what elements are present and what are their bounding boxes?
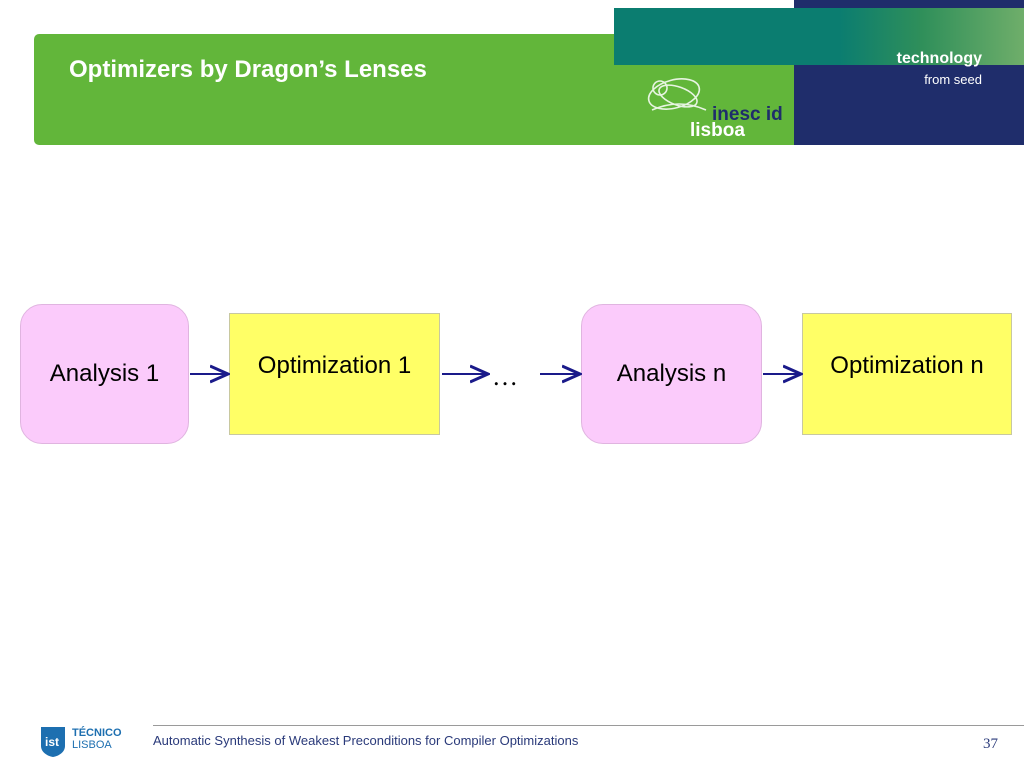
header-navy-block bbox=[794, 65, 1024, 145]
node-label: Analysis n bbox=[616, 360, 727, 387]
footer-divider bbox=[153, 725, 1024, 726]
page-number: 37 bbox=[983, 736, 998, 752]
node-optimization-1: Optimization 1 bbox=[229, 313, 440, 435]
institution-line-2: LISBOA bbox=[72, 739, 112, 751]
ellipsis: … bbox=[492, 362, 518, 391]
node-label: Optimization n bbox=[830, 352, 984, 379]
logo-text-lisboa: lisboa bbox=[690, 120, 745, 141]
tecnico-shield-icon: ist bbox=[41, 727, 65, 757]
header-navy-strip bbox=[794, 0, 1024, 8]
slide-title: Optimizers by Dragon’s Lenses bbox=[69, 56, 427, 83]
logo-text-inesc: inesc id bbox=[712, 104, 783, 125]
tagline-sub: from seed bbox=[924, 72, 982, 87]
node-analysis-n: Analysis n bbox=[581, 304, 762, 444]
node-label: Analysis 1 bbox=[49, 360, 160, 387]
node-label: Optimization 1 bbox=[257, 352, 412, 379]
svg-text:ist: ist bbox=[45, 735, 59, 749]
inesc-id-logo: inesc id lisboa bbox=[647, 78, 783, 141]
node-analysis-1: Analysis 1 bbox=[20, 304, 189, 444]
footer-caption: Automatic Synthesis of Weakest Precondit… bbox=[153, 733, 579, 748]
institution-line-1: TÉCNICO bbox=[72, 727, 122, 739]
tagline-main: technology bbox=[896, 50, 982, 67]
institution-name: TÉCNICO LISBOA bbox=[72, 727, 122, 751]
header-teal-bar bbox=[614, 8, 1024, 65]
node-optimization-n: Optimization n bbox=[802, 313, 1012, 435]
